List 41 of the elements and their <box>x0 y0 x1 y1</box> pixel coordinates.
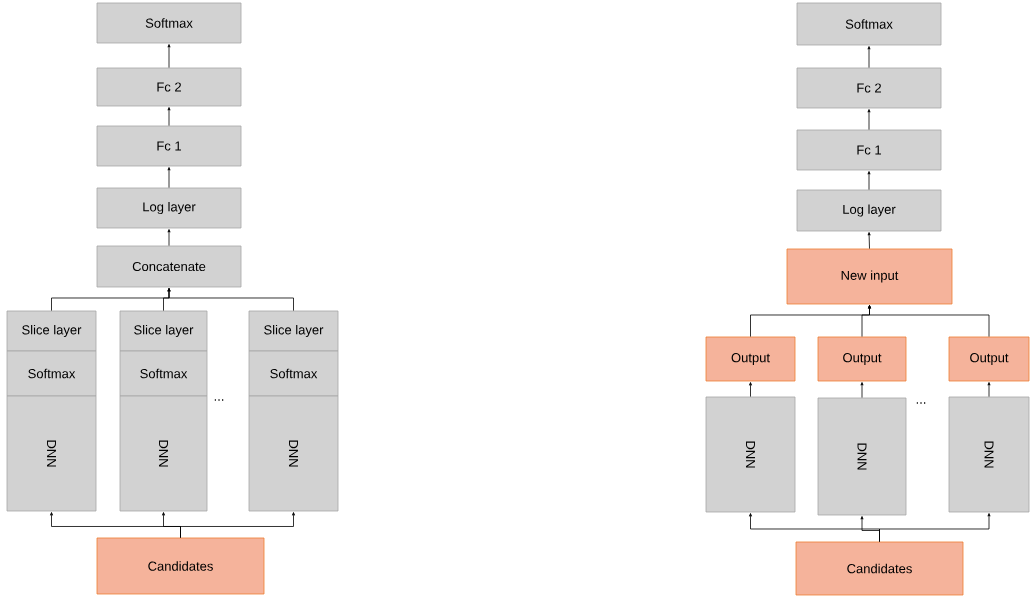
layer-box: Fc 2 <box>796 67 942 109</box>
layer-box: Fc 2 <box>96 67 242 107</box>
layer-box: Log layer <box>96 187 242 229</box>
layer-box: Log layer <box>796 189 942 232</box>
input-box: Candidates <box>795 541 964 596</box>
layer-box: DNN <box>948 396 1030 513</box>
layer-box: Softmax <box>6 350 97 397</box>
arrow <box>867 232 871 249</box>
layer-box: Concatenate <box>96 245 242 288</box>
arrow <box>167 229 171 246</box>
arrow <box>167 44 171 68</box>
layer-box: Slice layer <box>6 310 97 352</box>
layer-box: DNN <box>705 396 796 513</box>
layer-box: Softmax <box>96 2 242 44</box>
input-box: New input <box>786 248 953 305</box>
input-box: Output <box>948 336 1030 382</box>
layer-box: Slice layer <box>248 310 339 352</box>
arrow <box>167 288 294 311</box>
arrow <box>867 171 871 190</box>
input-box: Output <box>817 336 907 382</box>
arrow <box>167 107 171 126</box>
arrow <box>167 167 171 188</box>
arrow <box>867 109 871 130</box>
layer-box: Softmax <box>248 350 339 397</box>
layer-box: DNN <box>817 397 907 516</box>
arrow <box>987 382 991 397</box>
arrow <box>180 512 295 538</box>
input-box: Candidates <box>96 537 265 595</box>
ellipsis-label: ... <box>916 402 926 404</box>
layer-box: Slice layer <box>119 310 208 352</box>
layer-box: Softmax <box>119 350 208 397</box>
arrow <box>749 382 752 397</box>
ellipsis-label: ... <box>214 399 224 401</box>
arrow <box>867 46 871 68</box>
arrow <box>868 305 990 337</box>
layer-box: Fc 1 <box>796 129 942 171</box>
layer-box: Softmax <box>796 2 942 46</box>
arrow <box>879 513 991 542</box>
arrow <box>860 382 864 398</box>
input-box: Output <box>705 336 796 382</box>
layer-box: Fc 1 <box>96 125 242 167</box>
